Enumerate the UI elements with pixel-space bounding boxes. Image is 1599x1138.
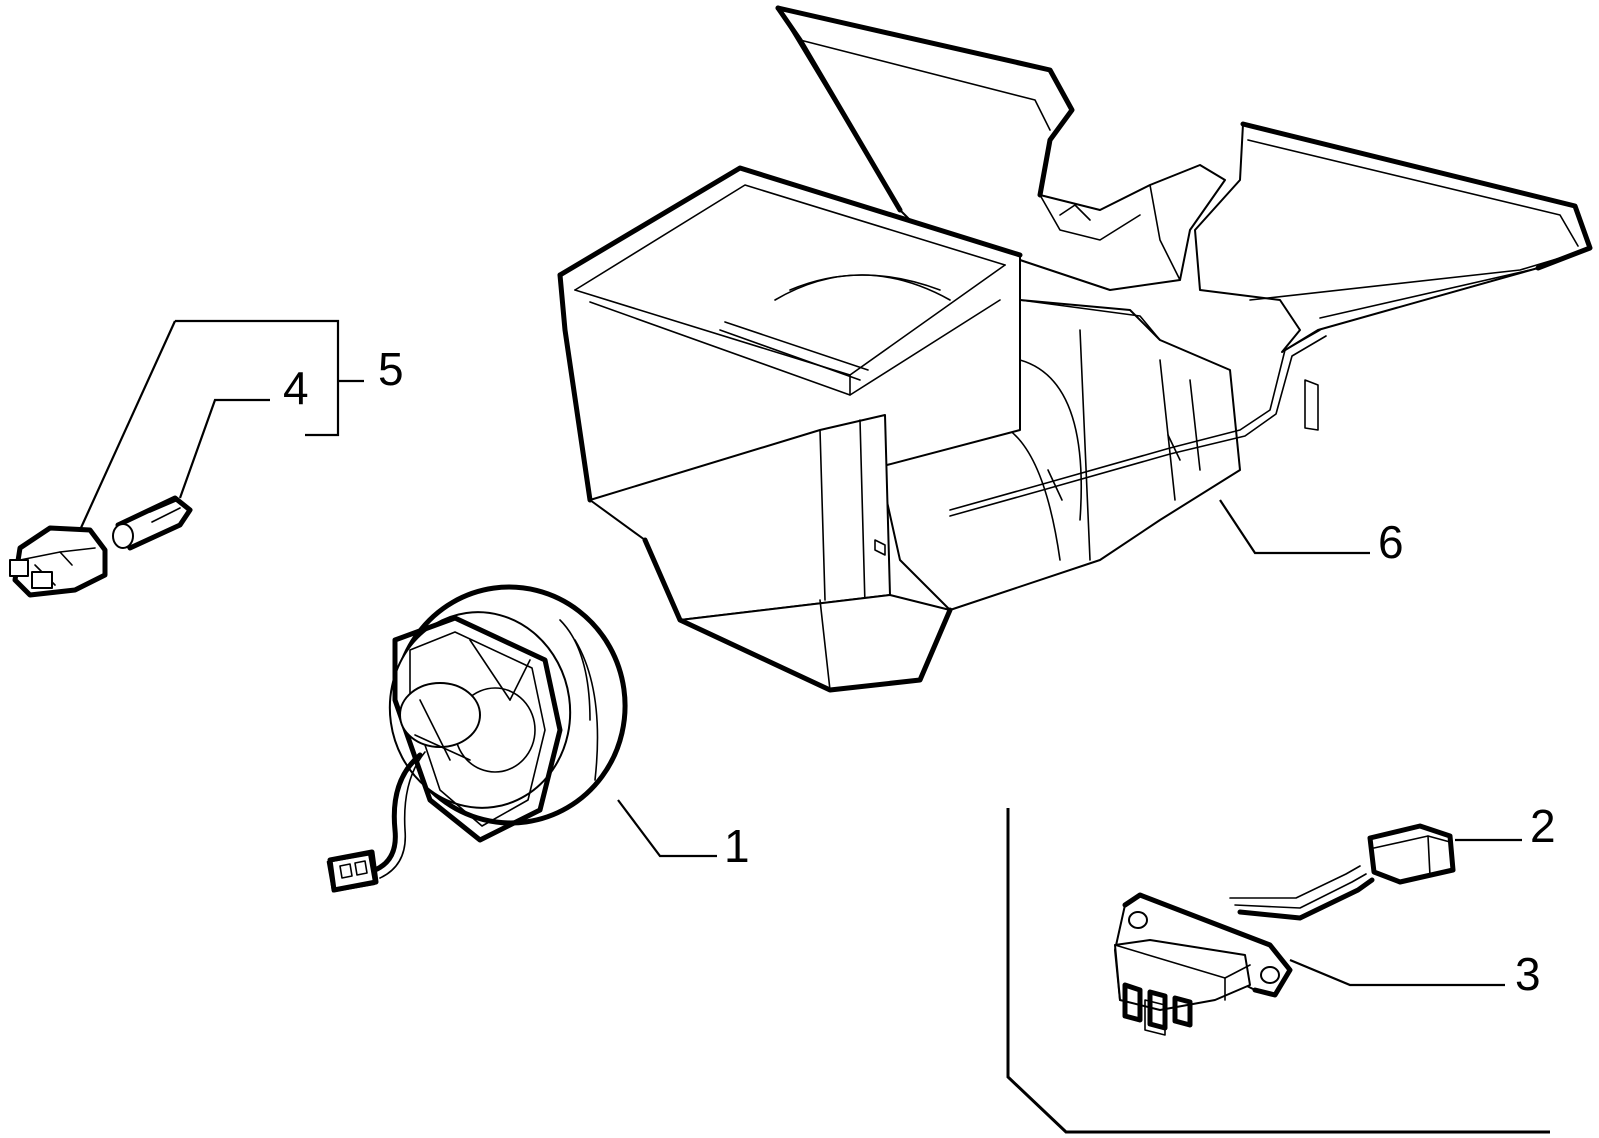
leader-5 [78,320,177,531]
leader-4 [178,398,270,499]
group-frame-bracket [1006,808,1550,1134]
callout-3: 3 [1515,948,1541,1000]
leader-1 [617,799,717,858]
resistor-and-connector [1114,823,1456,1036]
lamp-holder-and-bulb [9,495,193,598]
blower-housing-assembly [557,5,1593,693]
leader-3 [1289,958,1505,987]
group-bracket-4-5 [175,319,340,437]
callout-6: 6 [1378,516,1404,568]
blower-fan-motor [326,584,628,893]
callout-2: 2 [1530,800,1556,852]
leader-6 [1219,499,1370,555]
callout-5: 5 [378,343,404,395]
callout-4: 4 [283,362,309,414]
callout-1: 1 [724,820,750,872]
